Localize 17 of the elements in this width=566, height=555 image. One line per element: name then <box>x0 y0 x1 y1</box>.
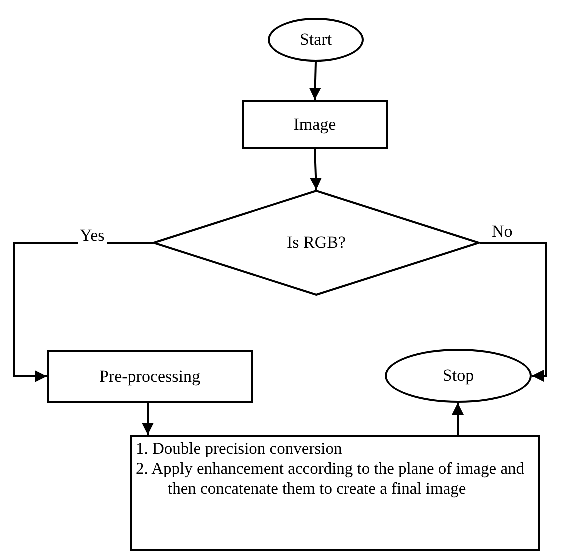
process-box <box>47 350 253 403</box>
arrow <box>452 403 464 435</box>
arrow <box>142 403 154 435</box>
node-label: Image <box>294 114 336 134</box>
node-label: Pre-processing <box>99 366 201 386</box>
process-box <box>242 100 388 149</box>
arrow <box>310 148 322 190</box>
process-box <box>130 435 540 551</box>
arrow <box>480 242 547 382</box>
node-label: Is RGB? <box>286 233 346 253</box>
decision-diamond <box>153 190 480 296</box>
node-label: Start <box>300 30 332 50</box>
list-item: 2. Apply enhancement according to the plane of image and then concatenate them to create a final image <box>136 458 526 498</box>
node-label: Stop <box>442 366 474 386</box>
arrow <box>309 62 322 100</box>
arrow <box>13 242 153 382</box>
list-item: 1. Double precision conversion <box>136 439 344 459</box>
